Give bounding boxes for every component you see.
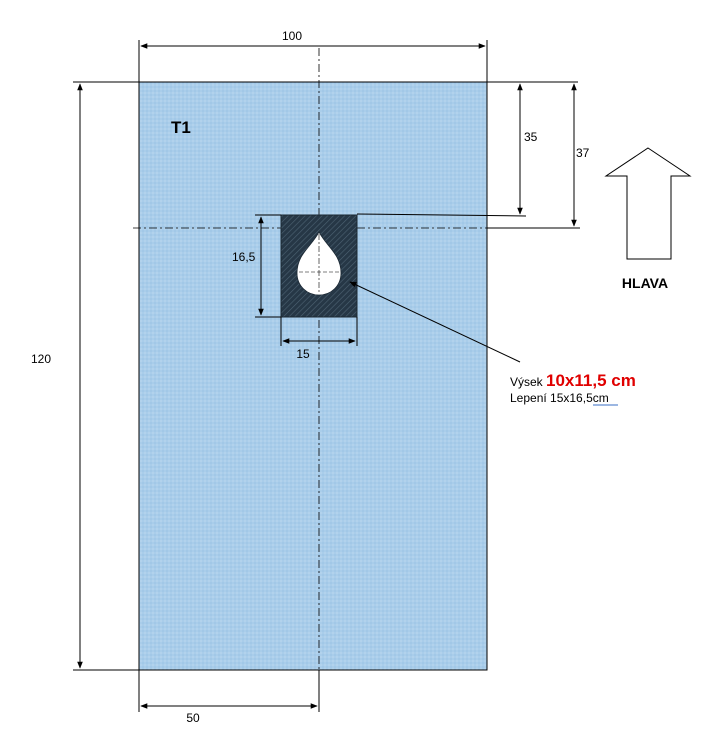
direction-label: HLAVA: [622, 275, 668, 291]
dim-adhesive-height-label: 16,5: [232, 250, 256, 264]
callout-adhesive-suffix: 5cm: [586, 391, 609, 405]
drape-label: T1: [171, 118, 191, 137]
dim-37-label: 37: [576, 146, 590, 160]
up-arrow-icon: [604, 147, 692, 260]
callout-cutout-text: Výsek 10x11,5 cm: [510, 371, 636, 390]
callout-leader-line: [349, 281, 521, 363]
callout-adhesive-text: Lepení 15x16,5cm: [510, 391, 609, 405]
dim-35-label: 35: [524, 130, 538, 144]
dim-adhesive-width-label: 15: [296, 347, 310, 361]
callout-cutout-size: 10x11,5 cm: [546, 371, 636, 390]
callout-cutout-prefix: Výsek: [510, 375, 546, 389]
dim-half-width-label: 50: [186, 711, 200, 725]
dim-height-label: 120: [31, 352, 51, 366]
callout-adhesive-prefix: Lepení 15x16,: [510, 391, 586, 405]
drape-sheet: [138, 81, 488, 671]
dim-width-label: 100: [282, 29, 302, 43]
ext-line-35: [356, 213, 527, 217]
